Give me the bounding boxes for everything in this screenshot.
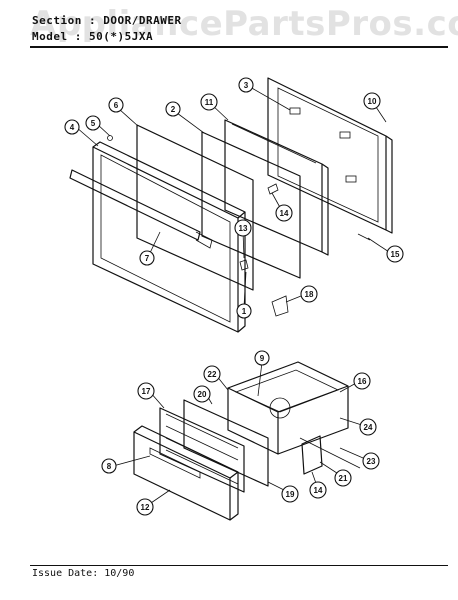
svg-text:11: 11 xyxy=(205,98,214,107)
svg-text:12: 12 xyxy=(141,503,150,512)
callout-16: 16 xyxy=(353,372,371,390)
svg-text:8: 8 xyxy=(107,462,112,471)
svg-text:22: 22 xyxy=(208,370,217,379)
callout-14: 14 xyxy=(275,204,293,222)
door-frame xyxy=(92,141,246,333)
door-latch xyxy=(239,259,249,271)
drawer-insulation xyxy=(159,407,245,493)
callout-20: 20 xyxy=(193,385,211,403)
svg-text:13: 13 xyxy=(239,224,248,233)
callout-2: 2 xyxy=(165,101,181,117)
svg-text:15: 15 xyxy=(391,250,400,259)
svg-text:6: 6 xyxy=(114,101,119,110)
svg-text:16: 16 xyxy=(358,377,367,386)
svg-text:24: 24 xyxy=(364,423,373,432)
callout-17: 17 xyxy=(137,382,155,400)
svg-text:3: 3 xyxy=(244,81,249,90)
callout-6: 6 xyxy=(108,97,124,113)
door-handle xyxy=(69,169,213,249)
svg-text:7: 7 xyxy=(145,254,150,263)
footer-divider xyxy=(30,565,448,566)
callout-21: 21 xyxy=(334,469,352,487)
callout-19: 19 xyxy=(281,485,299,503)
svg-text:5: 5 xyxy=(91,119,96,128)
callout-5: 5 xyxy=(85,115,101,131)
svg-text:9: 9 xyxy=(260,354,265,363)
leader-lines xyxy=(75,86,393,506)
screw-icon xyxy=(107,135,113,141)
callout-1: 1 xyxy=(236,303,252,319)
svg-text:21: 21 xyxy=(339,474,348,483)
svg-text:2: 2 xyxy=(171,105,176,114)
svg-text:17: 17 xyxy=(142,387,151,396)
callout-8: 8 xyxy=(101,458,117,474)
callout-14b: 14 xyxy=(309,481,327,499)
callout-3: 3 xyxy=(238,77,254,93)
callout-15: 15 xyxy=(386,245,404,263)
drawer-slide-bracket xyxy=(301,435,323,475)
callout-23: 23 xyxy=(362,452,380,470)
model-number: Model : 50(*)5JXA xyxy=(32,30,154,43)
callout-10: 10 xyxy=(363,92,381,110)
drawer-rail xyxy=(299,437,361,469)
svg-text:20: 20 xyxy=(198,390,207,399)
callout-18: 18 xyxy=(300,285,318,303)
callout-22: 22 xyxy=(203,365,221,383)
svg-text:4: 4 xyxy=(70,123,75,132)
callout-24: 24 xyxy=(359,418,377,436)
callout-7: 7 xyxy=(139,250,155,266)
door-spring xyxy=(271,295,289,317)
callout-12: 12 xyxy=(136,498,154,516)
section-title: Section : DOOR/DRAWER xyxy=(32,14,182,27)
callout-13: 13 xyxy=(234,219,252,237)
callout-11: 11 xyxy=(200,93,218,111)
header-divider xyxy=(30,46,448,48)
door-glass xyxy=(136,124,254,291)
hinge-bracket xyxy=(267,183,279,195)
callout-4: 4 xyxy=(64,119,80,135)
drawer-body xyxy=(227,361,349,455)
drawer-liner xyxy=(183,399,269,487)
callout-9: 9 xyxy=(254,350,270,366)
svg-text:23: 23 xyxy=(367,457,376,466)
svg-text:18: 18 xyxy=(305,290,314,299)
svg-text:1: 1 xyxy=(242,307,247,316)
svg-text:14: 14 xyxy=(314,486,323,495)
svg-text:10: 10 xyxy=(368,97,377,106)
door-panel xyxy=(201,131,301,279)
issue-date: Issue Date: 10/90 xyxy=(32,568,135,579)
inner-door-liner xyxy=(224,119,329,256)
svg-text:19: 19 xyxy=(286,490,295,499)
watermark: AppliancePartsPros.com xyxy=(30,4,458,44)
door-back-liner xyxy=(267,77,393,234)
screw-pin xyxy=(357,233,371,241)
svg-text:14: 14 xyxy=(280,209,289,218)
